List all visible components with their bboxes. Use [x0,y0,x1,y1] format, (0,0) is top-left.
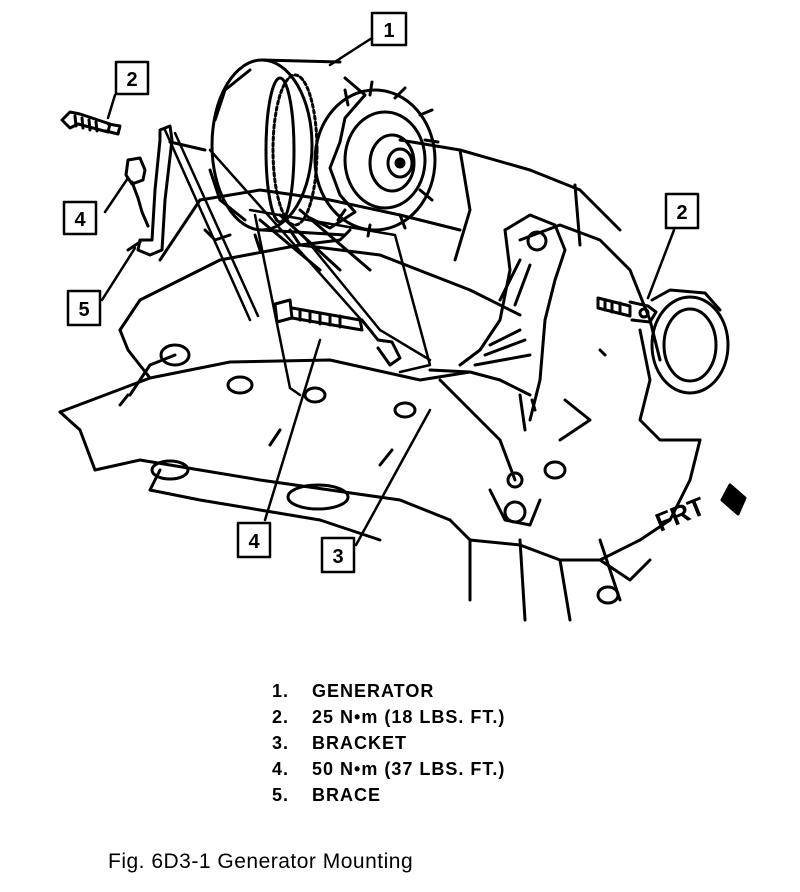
generator-mounting-drawing: 1 2 4 5 2 4 3 FRT [58,11,747,622]
bracket [428,213,567,527]
parts-legend: 1. GENERATOR 2. 25 N•m (18 LBS. FT.) 3. BRA… [272,678,505,808]
legend-item: 4. 50 N•m (37 LBS. FT.) [272,756,505,782]
engine-block [58,138,702,622]
legend-text: GENERATOR [312,681,435,701]
legend-text: 25 N•m (18 LBS. FT.) [312,707,506,727]
callout-boxes [62,11,700,574]
bolt-4-long [273,298,402,367]
callout-3: 3 [332,546,343,568]
leader-lines [100,36,676,547]
callout-box-4-bottom [236,521,272,559]
legend-item: 2. 25 N•m (18 LBS. FT.) [272,704,505,730]
legend-number: 5. [272,785,290,805]
callout-4-bottom: 4 [248,531,260,553]
callout-box-1 [370,11,408,47]
legend-item: 5. BRACE [272,782,505,808]
brace [126,124,207,257]
figure-caption: Fig. 6D3-1 Generator Mounting [108,850,414,873]
callout-box-3 [320,536,356,574]
legend-text: 50 N•m (37 LBS. FT.) [312,759,506,779]
callout-4-left: 4 [74,209,86,231]
callout-box-5 [66,289,102,327]
callout-2-right: 2 [676,202,687,224]
callout-1: 1 [383,20,394,42]
legend-text: BRACKET [312,733,407,753]
pump-housing [650,288,730,395]
callout-box-2-left [114,60,150,96]
legend-number: 4. [272,759,290,779]
legend-item: 1. GENERATOR [272,678,505,704]
legend-number: 3. [272,733,290,753]
front-arrow-icon [720,483,747,516]
callout-2-left: 2 [126,69,137,91]
front-direction-label: FRT [651,491,709,538]
generator [203,58,440,252]
legend-number: 2. [272,707,290,727]
callout-5: 5 [78,299,89,321]
legend-item: 3. BRACKET [272,730,505,756]
callout-box-2-right [664,192,700,230]
bolt-2-right [596,296,658,324]
callout-box-4-left [62,200,98,236]
legend-number: 1. [272,681,290,701]
bolt-4-left [124,156,150,228]
bolt-2-left [60,110,122,136]
legend-text: BRACE [312,785,382,805]
